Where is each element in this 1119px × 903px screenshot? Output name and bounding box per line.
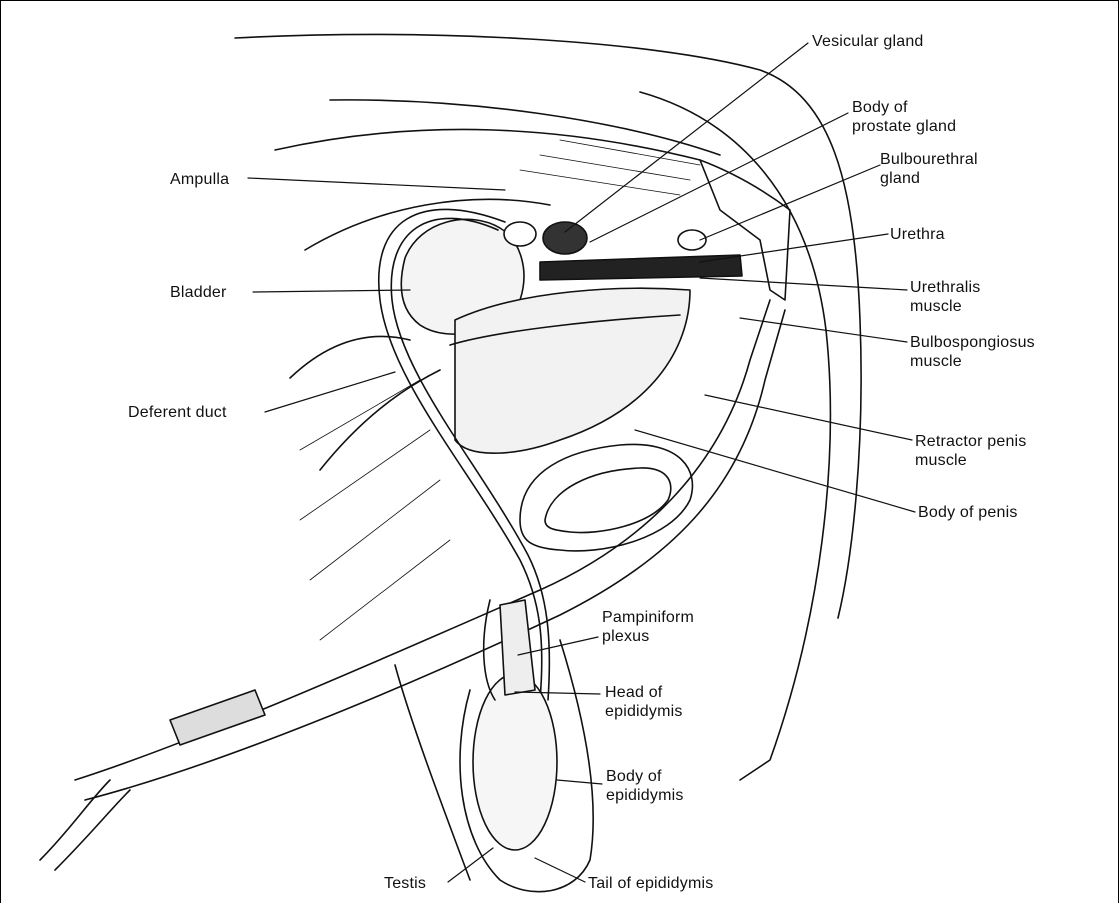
- vesicular-gland: [543, 222, 587, 254]
- spermatic-cord: [500, 600, 535, 695]
- leader-urethra: [700, 234, 888, 262]
- ischial-region: [455, 288, 690, 453]
- bulbourethral-gland: [678, 230, 706, 250]
- label-retractor: Retractor penis muscle: [915, 432, 1027, 470]
- label-bulbospongiosus-line2: muscle: [910, 352, 1035, 371]
- label-pampiniform: Pampiniform plexus: [602, 608, 694, 646]
- label-head-epididymis-line2: epididymis: [605, 702, 683, 721]
- label-head-epididymis-line1: Head of: [605, 683, 683, 702]
- leader-tail: [535, 858, 585, 882]
- leader-testis: [448, 848, 493, 882]
- label-pampiniform-line2: plexus: [602, 627, 694, 646]
- leader-bulbospongiosus: [740, 318, 907, 342]
- label-body-of-prostate: Body of prostate gland: [852, 98, 956, 136]
- label-retractor-line1: Retractor penis: [915, 432, 1027, 451]
- label-body-of-penis: Body of penis: [918, 503, 1018, 522]
- label-bulbourethral: Bulbourethral gland: [880, 150, 978, 188]
- leader-retractor: [705, 395, 912, 440]
- label-vesicular-gland: Vesicular gland: [812, 32, 924, 51]
- label-bulbourethral-line2: gland: [880, 169, 978, 188]
- leader-bladder: [253, 290, 410, 292]
- pelvic-muscle-lower: [275, 129, 700, 160]
- label-urethralis: Urethralis muscle: [910, 278, 980, 316]
- label-testis: Testis: [384, 874, 426, 893]
- pelvic-urethra: [540, 255, 742, 280]
- pelvic-muscle-upper: [330, 100, 720, 155]
- label-bulbospongiosus-line1: Bulbospongiosus: [910, 333, 1035, 352]
- label-body-of-prostate-line2: prostate gland: [852, 117, 956, 136]
- label-body-epididymis-line1: Body of: [606, 767, 684, 786]
- label-body-epididymis-line2: epididymis: [606, 786, 684, 805]
- leader-prostate: [590, 113, 848, 242]
- label-bulbourethral-line1: Bulbourethral: [880, 150, 978, 169]
- leader-body: [557, 780, 602, 784]
- label-retractor-line2: muscle: [915, 451, 1027, 470]
- label-body-epididymis: Body of epididymis: [606, 767, 684, 805]
- label-bladder: Bladder: [170, 283, 227, 302]
- sigmoid-flexure: [520, 444, 692, 550]
- leader-vesicular: [565, 43, 808, 232]
- label-urethra: Urethra: [890, 225, 945, 244]
- leader-urethralis: [700, 278, 907, 290]
- label-urethralis-line2: muscle: [910, 297, 980, 316]
- leader-penis: [635, 430, 915, 512]
- label-body-of-prostate-line1: Body of: [852, 98, 956, 117]
- label-urethralis-line1: Urethralis: [910, 278, 980, 297]
- rump-contour: [640, 92, 830, 780]
- label-tail-epididymis: Tail of epididymis: [588, 874, 713, 893]
- label-deferent-duct: Deferent duct: [128, 403, 227, 422]
- testis: [473, 674, 557, 850]
- label-head-epididymis: Head of epididymis: [605, 683, 683, 721]
- label-bulbospongiosus: Bulbospongiosus muscle: [910, 333, 1035, 371]
- label-ampulla: Ampulla: [170, 170, 229, 189]
- leader-ampulla: [248, 178, 505, 190]
- label-pampiniform-line1: Pampiniform: [602, 608, 694, 627]
